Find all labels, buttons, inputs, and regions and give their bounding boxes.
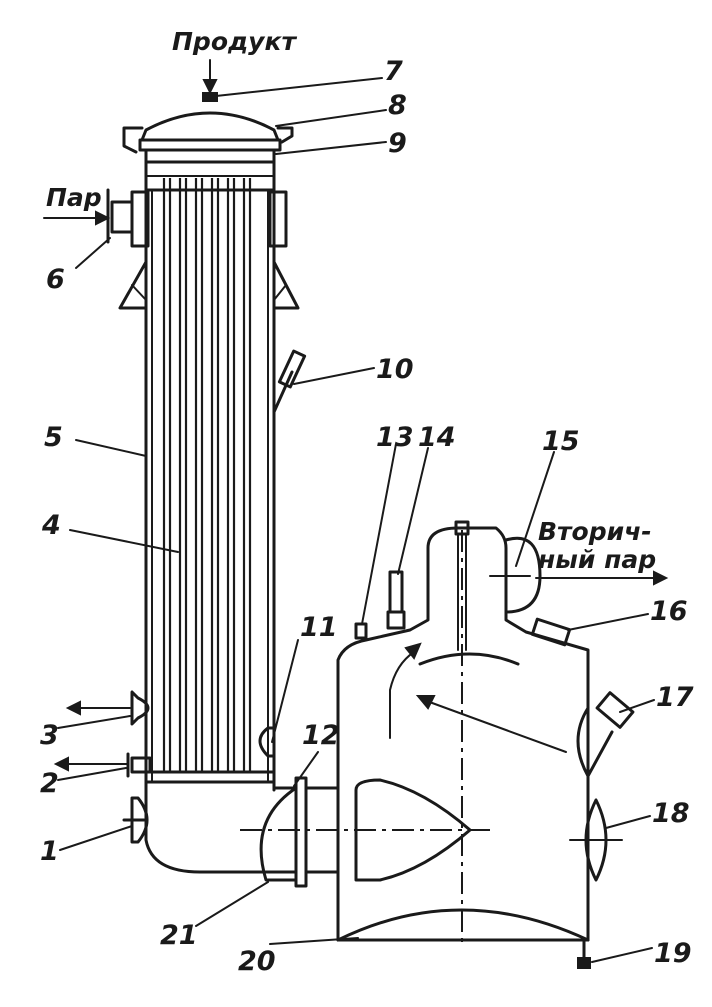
flow-arrow-diagonal <box>423 699 567 753</box>
product-label: Продукт <box>172 27 297 56</box>
steam-label: Пар <box>46 183 102 212</box>
label-6: 6 <box>46 264 65 295</box>
label-16: 16 <box>650 596 688 627</box>
cover-clamp-right <box>276 126 294 144</box>
label-2: 2 <box>40 768 59 799</box>
fitting-fourteen <box>388 570 404 614</box>
steam-inlet-nozzle <box>106 188 134 244</box>
condensate-nozzle-lower <box>130 756 152 774</box>
label-13: 13 <box>376 422 414 453</box>
label-15: 15 <box>542 426 580 457</box>
label-12: 12 <box>302 720 340 751</box>
support-lug-left <box>118 260 148 310</box>
label-19: 19 <box>654 938 692 969</box>
label-5: 5 <box>44 422 63 453</box>
leader-lines <box>57 77 655 963</box>
sight-glass <box>272 349 307 414</box>
fitting-thirteen <box>354 622 368 640</box>
tangential-inlet <box>354 778 472 882</box>
cover-clamp-left <box>122 126 144 154</box>
label-3: 3 <box>40 720 59 751</box>
separator-shell <box>336 526 590 942</box>
flow-annotations <box>43 59 669 772</box>
secondary-steam-outlet <box>504 536 542 614</box>
steam-belt-right <box>268 190 288 248</box>
flow-arrow-up <box>389 651 415 739</box>
lower-chamber <box>144 780 276 874</box>
label-4: 4 <box>41 510 61 541</box>
connection-flange <box>240 776 490 888</box>
manhole-eighteen <box>584 798 608 882</box>
deflector <box>418 652 520 666</box>
condensate-nozzle-upper <box>130 690 150 726</box>
label-20: 20 <box>238 946 276 977</box>
nozzle-eleven <box>258 726 276 758</box>
label-9: 9 <box>388 128 407 159</box>
upper-shell <box>144 160 276 192</box>
label-18: 18 <box>652 798 690 829</box>
secondary-steam-label-1: Вторич- <box>538 517 652 546</box>
separator <box>336 520 635 969</box>
heating-chamber <box>106 92 307 874</box>
label-7: 7 <box>384 56 403 87</box>
label-1: 1 <box>40 836 59 867</box>
upper-tube-sheet <box>144 148 276 164</box>
secondary-steam-label-2: ный пар <box>538 545 656 574</box>
lower-tube-sheet <box>144 770 276 784</box>
tube-bundle <box>162 178 252 772</box>
label-11: 11 <box>300 612 338 643</box>
nozzle-one <box>130 796 149 844</box>
label-17: 17 <box>656 682 694 713</box>
label-8: 8 <box>388 90 407 121</box>
label-14: 14 <box>418 422 456 453</box>
label-10: 10 <box>376 354 414 385</box>
top-cover <box>140 111 280 142</box>
support-lug-right <box>272 260 300 310</box>
label-21: 21 <box>160 920 198 951</box>
top-vent <box>454 520 470 536</box>
sight-glass-seventeen <box>576 706 614 778</box>
fitting-sixteen <box>530 617 572 647</box>
